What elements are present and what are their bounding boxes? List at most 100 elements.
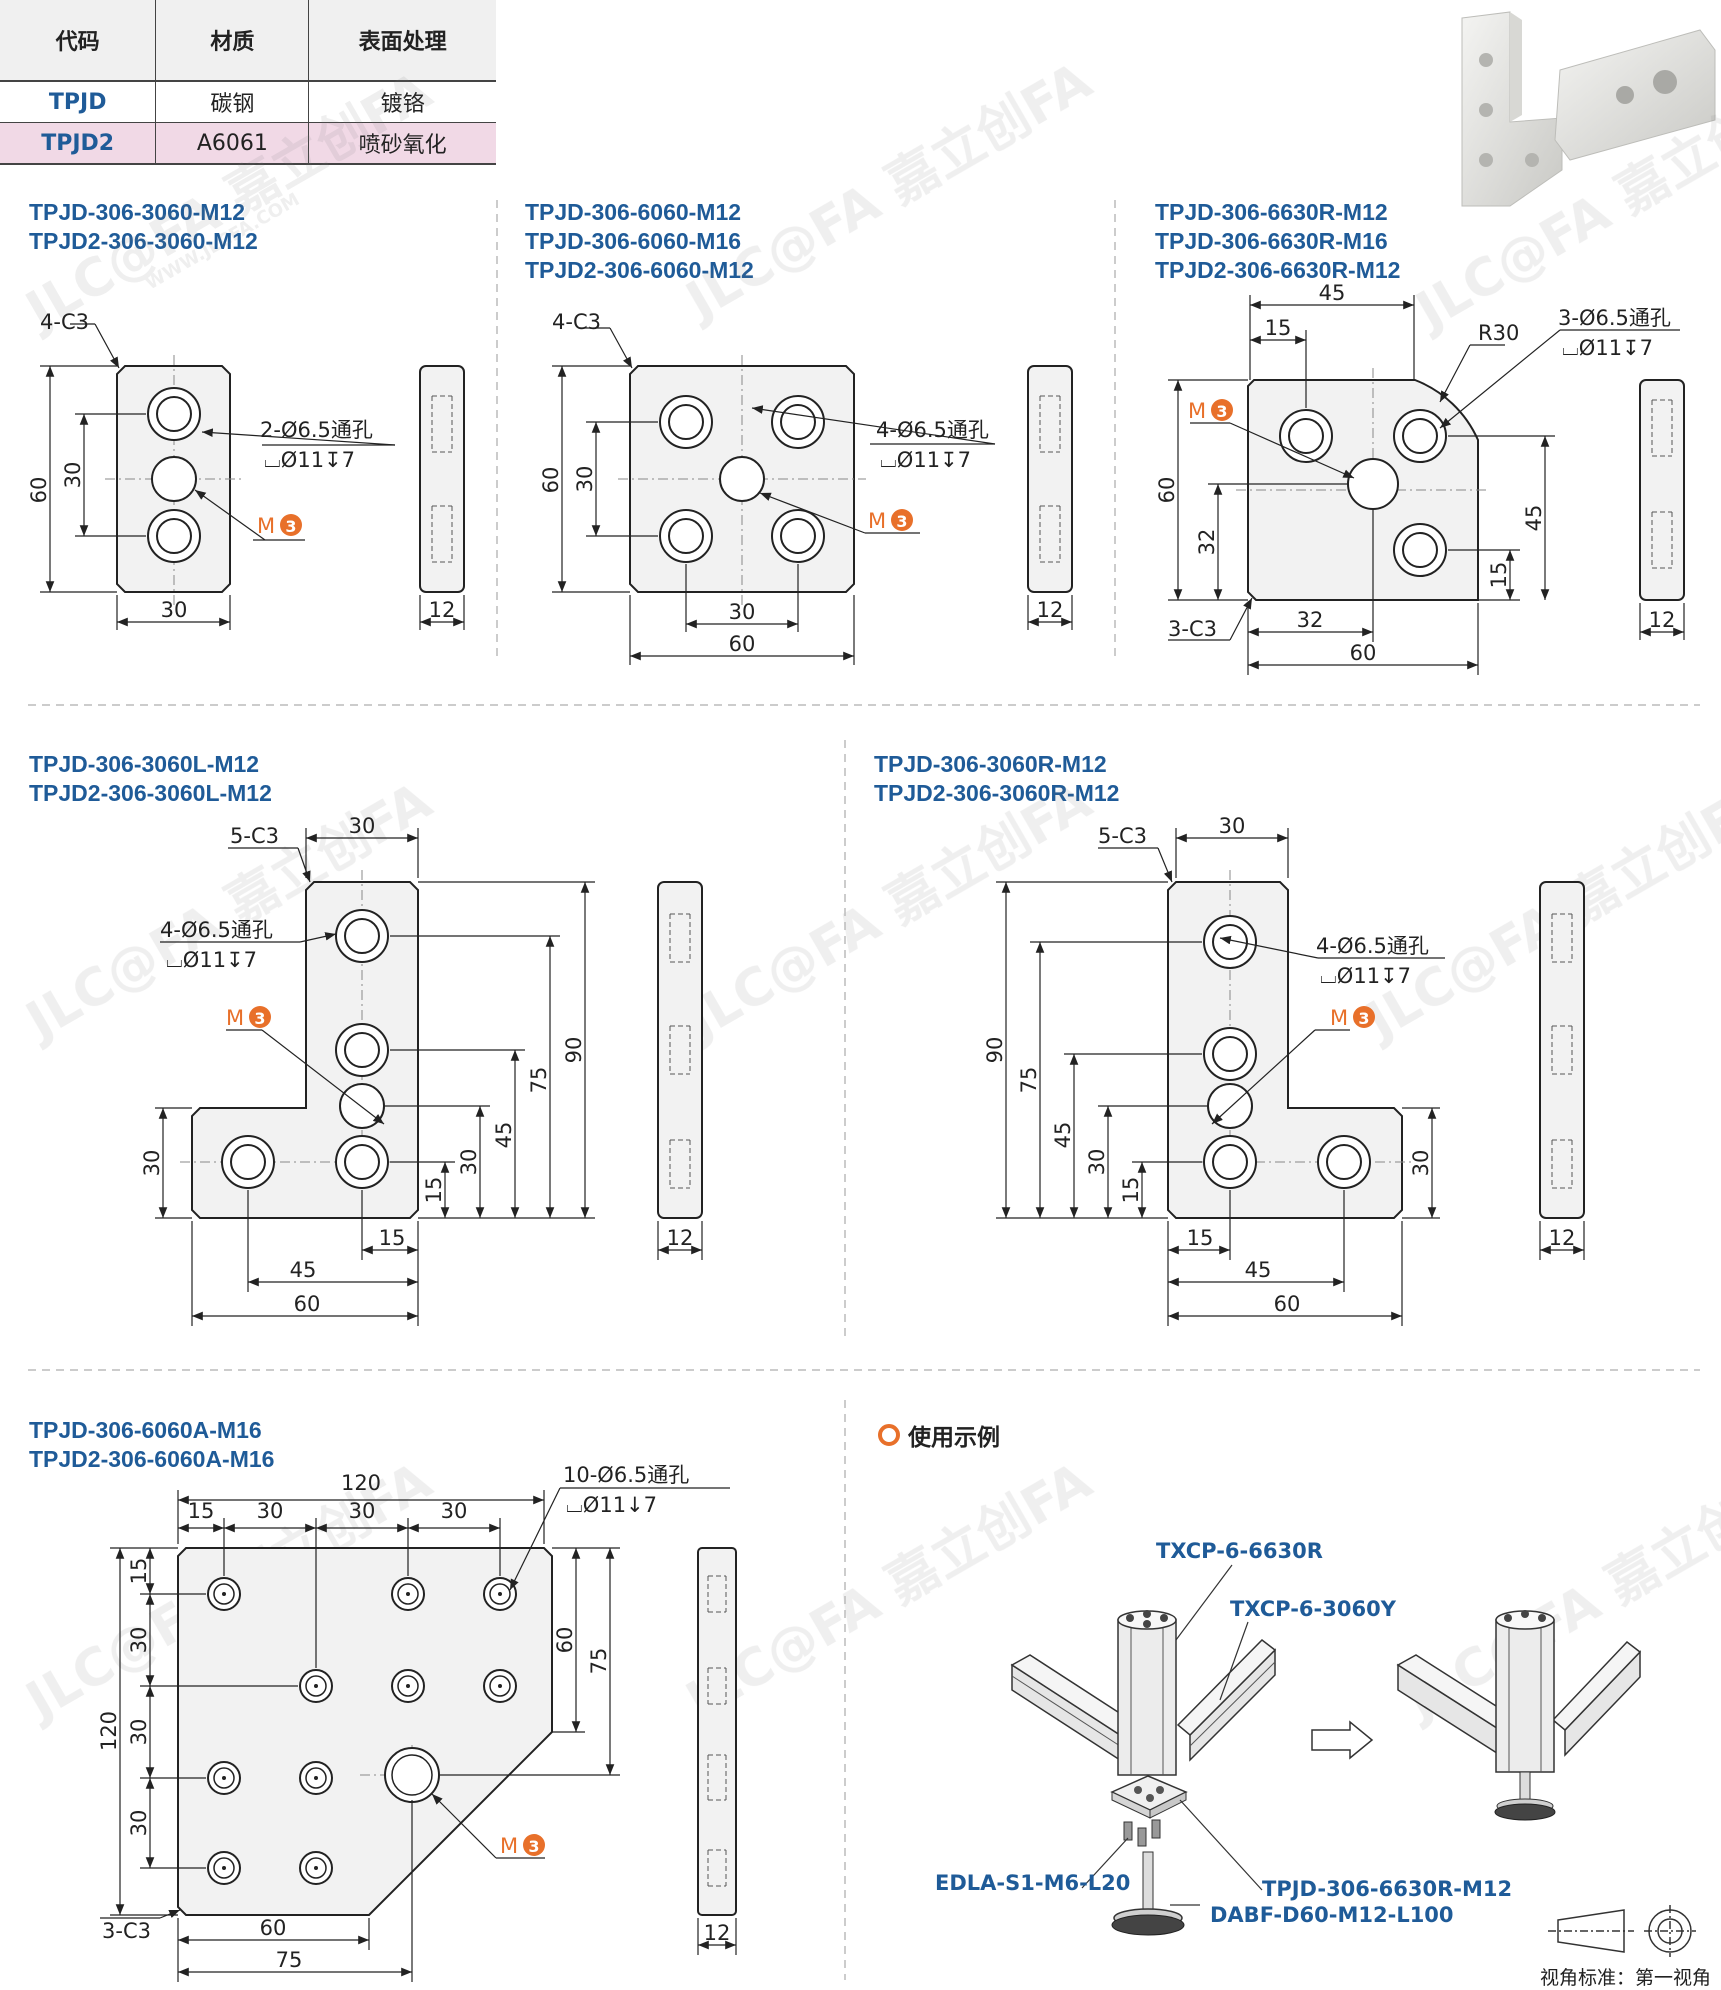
part-code: TPJD2-306-3060R-M12: [874, 780, 1120, 806]
svg-text:12: 12: [667, 1226, 694, 1250]
part-code: TPJD-306-3060R-M12: [874, 751, 1107, 777]
svg-text:3: 3: [528, 1837, 539, 1856]
svg-text:15: 15: [379, 1226, 406, 1250]
drawing-3060: 4-C3 60 30 30 2-Ø6.5通孔 ⌴Ø11↧7 M 3 12: [27, 310, 465, 630]
part-codes: TPJD-306-6060A-M16 TPJD2-306-6060A-M16: [29, 1416, 274, 1474]
thread-callout: M 3: [868, 509, 913, 533]
drawing-6630R: 45 15 R30 3-Ø6.5通孔 ⌴Ø11↧7 M 3 60 32 32 6…: [1155, 281, 1685, 675]
svg-text:60: 60: [260, 1916, 287, 1940]
part-code: TPJD-306-3060L-M12: [29, 751, 260, 777]
svg-text:15: 15: [1265, 316, 1292, 340]
svg-text:R30: R30: [1478, 321, 1519, 345]
svg-text:M: M: [257, 514, 275, 538]
svg-text:JLC@FA 嘉立创FA: JLC@FA 嘉立创FA: [1354, 771, 1721, 1053]
svg-text:60: 60: [1155, 477, 1179, 504]
svg-text:3: 3: [254, 1009, 265, 1028]
svg-text:45: 45: [290, 1258, 317, 1282]
svg-text:75: 75: [527, 1067, 551, 1094]
part-code: TPJD-306-6630R-M12: [1155, 199, 1388, 225]
svg-text:75: 75: [276, 1948, 303, 1972]
svg-text:5-C3: 5-C3: [230, 824, 279, 848]
svg-text:4-Ø6.5通孔: 4-Ø6.5通孔: [1316, 934, 1429, 958]
part-codes: TPJD-306-3060L-M12 TPJD2-306-3060L-M12: [29, 750, 272, 808]
svg-text:60: 60: [1274, 1292, 1301, 1316]
svg-text:15: 15: [127, 1558, 151, 1585]
svg-text:30: 30: [127, 1719, 151, 1746]
svg-text:15: 15: [1187, 1226, 1214, 1250]
svg-text:5-C3: 5-C3: [1098, 824, 1147, 848]
part-code: TPJD-306-6630R-M16: [1155, 228, 1388, 254]
usage-label: EDLA-S1-M6-L20: [935, 1871, 1130, 1895]
part-code: TPJD2-306-6060A-M16: [29, 1446, 275, 1472]
svg-text:30: 30: [257, 1499, 284, 1523]
svg-text:⌴Ø11↧7: ⌴Ø11↧7: [166, 948, 257, 972]
table-cell: TPJD: [0, 80, 157, 123]
usage-label: TXCP-6-6630R: [1156, 1539, 1323, 1563]
svg-text:32: 32: [1195, 529, 1219, 556]
view-standard-label: 视角标准：第一视角: [1540, 1967, 1711, 1989]
svg-text:JLC@FA 嘉立创FA: JLC@FA 嘉立创FA: [14, 61, 442, 343]
drawing-3060L: 5-C3 30 4-Ø6.5通孔 ⌴Ø11↧7 M 3 90 75 45 30 …: [140, 814, 703, 1326]
svg-text:30: 30: [349, 1499, 376, 1523]
part-codes: TPJD-306-6060-M12 TPJD-306-6060-M16 TPJD…: [525, 198, 754, 285]
thread-callout: M 3: [257, 514, 302, 538]
svg-text:30: 30: [573, 466, 597, 493]
svg-text:75: 75: [587, 1648, 611, 1675]
thread-callout: M 3: [1330, 1006, 1375, 1030]
svg-text:45: 45: [1051, 1122, 1075, 1149]
product-photo: [1461, 11, 1716, 207]
svg-text:60: 60: [539, 467, 563, 494]
svg-text:3: 3: [896, 512, 907, 531]
svg-text:M: M: [226, 1006, 244, 1030]
svg-text:60: 60: [294, 1292, 321, 1316]
svg-text:12: 12: [704, 1921, 731, 1945]
svg-text:12: 12: [429, 598, 456, 622]
svg-text:JLC@FA 嘉立创FA: JLC@FA 嘉立创FA: [1404, 61, 1721, 343]
svg-text:12: 12: [1037, 598, 1064, 622]
svg-text:120: 120: [97, 1711, 121, 1751]
drawing-3060R: 5-C3 30 4-Ø6.5通孔 ⌴Ø11↧7 M 3 90 75 45 30 …: [983, 814, 1585, 1326]
svg-text:⌴Ø11↧7: ⌴Ø11↧7: [880, 448, 971, 472]
svg-text:10-Ø6.5通孔: 10-Ø6.5通孔: [563, 1463, 689, 1487]
part-code: TPJD-306-6060-M12: [525, 199, 742, 225]
table-cell: 碳钢: [155, 80, 310, 123]
drawing-6060A: 120 15 30 30 30 10-Ø6.5通孔 ⌴Ø11↓7 15 30 3…: [97, 1463, 737, 1982]
svg-text:60: 60: [729, 632, 756, 656]
table-cell: TPJD2: [0, 122, 157, 164]
svg-text:30: 30: [349, 814, 376, 838]
svg-text:30: 30: [1409, 1150, 1433, 1177]
svg-text:4-Ø6.5通孔: 4-Ø6.5通孔: [160, 918, 273, 942]
svg-text:⌴Ø11↓7: ⌴Ø11↓7: [566, 1493, 657, 1517]
material-table: 代码 材质 表面处理 TPJD 碳钢 镀铬 TPJD2 A6061 喷砂氧化: [0, 0, 496, 165]
svg-text:120: 120: [341, 1471, 381, 1495]
part-code: TPJD2-306-6060-M12: [525, 257, 754, 283]
svg-text:⌴Ø11↧7: ⌴Ø11↧7: [1320, 964, 1411, 988]
usage-label: TXCP-6-3060Y: [1230, 1597, 1397, 1621]
part-code: TPJD-306-3060-M12: [29, 199, 246, 225]
svg-text:30: 30: [127, 1627, 151, 1654]
svg-text:12: 12: [1549, 1226, 1576, 1250]
svg-text:3: 3: [1216, 402, 1227, 421]
section-dividers: [28, 200, 1700, 1980]
table-header: 代码: [0, 0, 157, 81]
table-cell: A6061: [155, 122, 310, 164]
svg-text:45: 45: [1245, 1258, 1272, 1282]
svg-text:75: 75: [1017, 1067, 1041, 1094]
svg-text:4-C3: 4-C3: [40, 310, 89, 334]
svg-text:30: 30: [1085, 1149, 1109, 1176]
projection-symbol: [1548, 1905, 1696, 1957]
svg-text:30: 30: [441, 1499, 468, 1523]
svg-text:4-C3: 4-C3: [552, 310, 601, 334]
usage-section-title: 使用示例: [878, 1418, 1000, 1452]
svg-text:15: 15: [1119, 1177, 1143, 1204]
svg-text:⌴Ø11↧7: ⌴Ø11↧7: [264, 448, 355, 472]
svg-text:32: 32: [1297, 608, 1324, 632]
svg-text:M: M: [868, 509, 886, 533]
svg-text:30: 30: [457, 1149, 481, 1176]
usage-label: DABF-D60-M12-L100: [1210, 1903, 1454, 1927]
watermark: JLC@FA 嘉立创FA WWW.JLCFA.COM JLC@FA 嘉立创FA …: [14, 51, 1721, 1733]
svg-text:3-C3: 3-C3: [102, 1919, 151, 1943]
svg-text:15: 15: [1487, 562, 1511, 589]
svg-text:3-C3: 3-C3: [1168, 617, 1217, 641]
svg-text:⌴Ø11↧7: ⌴Ø11↧7: [1562, 336, 1653, 360]
